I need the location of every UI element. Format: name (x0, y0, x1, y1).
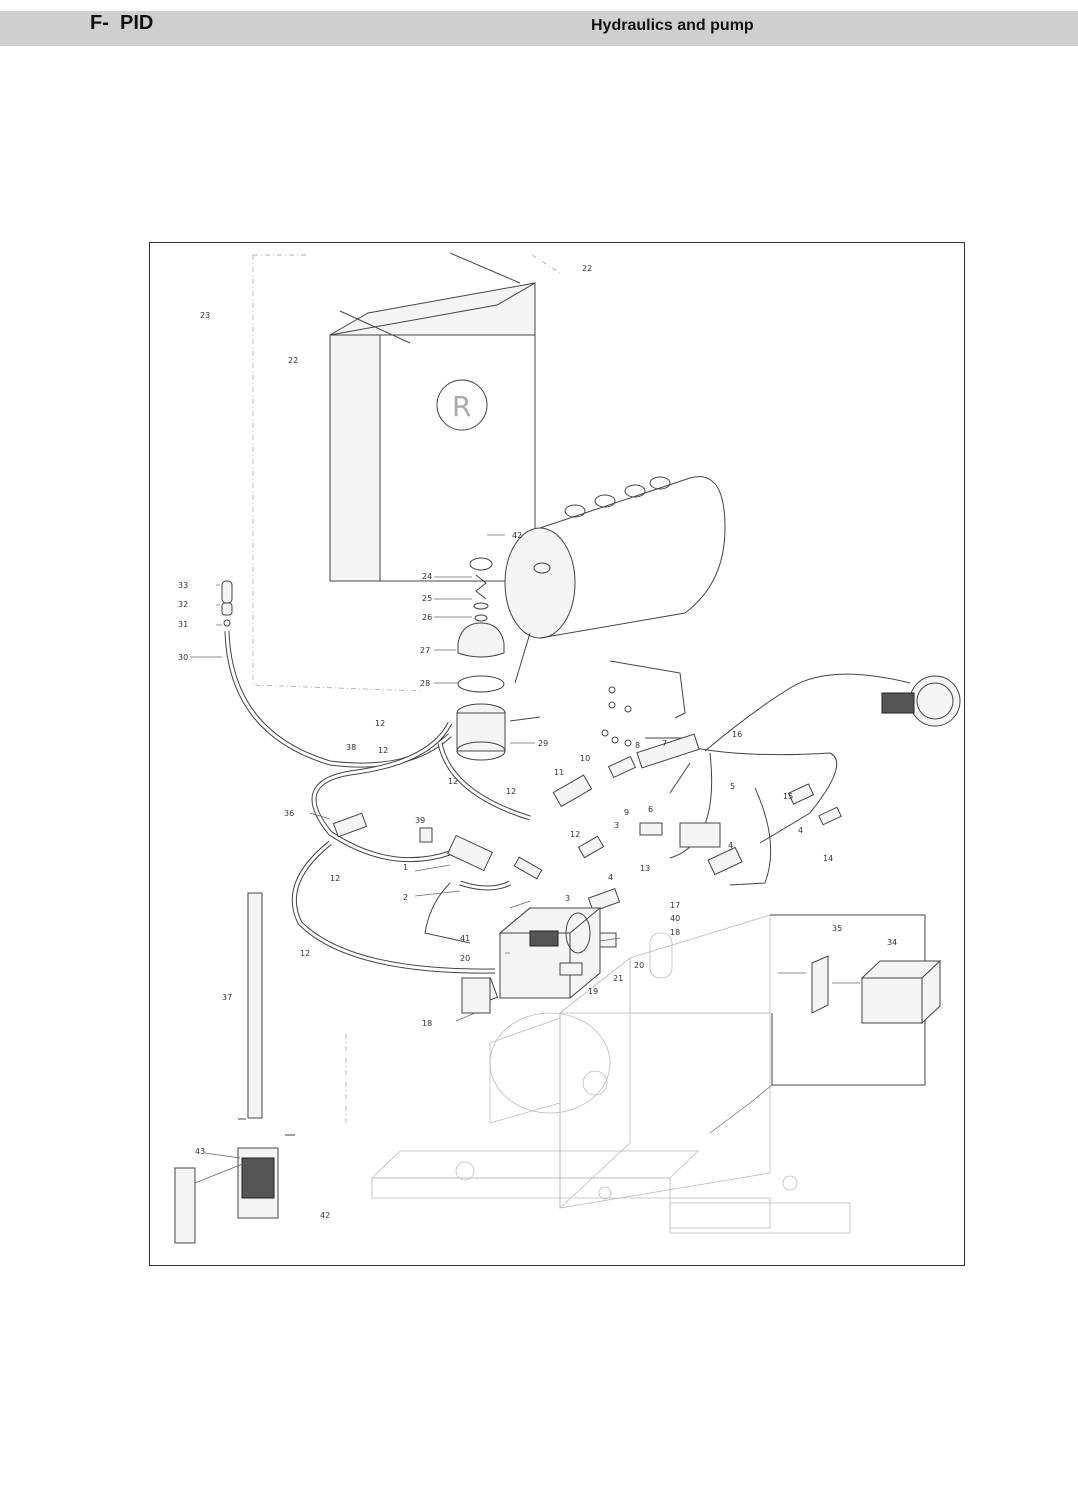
callout-14: 14 (823, 854, 833, 863)
callout-2: 2 (403, 893, 408, 902)
exploded-diagram-frame: R (149, 242, 965, 1266)
callout-4: 4 (798, 826, 803, 835)
callout-5: 5 (730, 782, 735, 791)
callout-22: 22 (288, 356, 298, 365)
callout-15: 15 (783, 792, 793, 801)
pump-41 (498, 907, 617, 999)
callout-13: 13 (640, 864, 650, 873)
callout-6: 6 (648, 805, 653, 814)
callout-12: 12 (448, 777, 458, 786)
callout-20: 20 (460, 954, 470, 963)
callout-23: 23 (200, 311, 210, 320)
svg-text:R: R (452, 390, 471, 423)
callout-12: 12 (570, 830, 580, 839)
callout-19: 19 (588, 987, 598, 996)
callout-36: 36 (284, 809, 294, 818)
callout-9: 9 (624, 808, 629, 817)
callout-18: 18 (422, 1019, 432, 1028)
callout-20: 20 (634, 961, 644, 970)
callout-41: 41 (460, 934, 470, 943)
callout-34: 34 (887, 938, 897, 947)
callout-43: 43 (195, 1147, 205, 1156)
page-title: Hydraulics and pump (591, 17, 754, 34)
callout-26: 26 (422, 613, 432, 622)
callout-25: 25 (422, 594, 432, 603)
callout-31: 31 (178, 620, 188, 629)
callout-39: 39 (415, 816, 425, 825)
callout-3: 3 (614, 821, 619, 830)
water-tank: R (329, 252, 536, 582)
section-code: F- PID (90, 12, 154, 34)
fittings (332, 729, 842, 913)
feet (174, 1134, 295, 1244)
callout-7: 7 (662, 739, 667, 748)
callout-35: 35 (832, 924, 842, 933)
callout-4: 4 (608, 873, 613, 882)
callout-33: 33 (178, 581, 188, 590)
machine-frame (371, 914, 851, 1234)
callout-24: 24 (422, 572, 432, 581)
distributor-29 (456, 703, 541, 761)
pressure-gauge (704, 673, 961, 752)
callout-3: 3 (565, 894, 570, 903)
callout-12: 12 (506, 787, 516, 796)
callout-16: 16 (732, 730, 742, 739)
callout-18: 18 (670, 928, 680, 937)
callout-29: 29 (538, 739, 548, 748)
exploded-diagram: R (174, 252, 961, 1244)
callout-38: 38 (346, 743, 356, 752)
bracket-35 (811, 955, 829, 1014)
part-callouts: 22 22 23 42 24 25 26 27 28 29 33 32 31 3… (178, 264, 897, 1220)
callout-30: 30 (178, 653, 188, 662)
callout-21: 21 (613, 974, 623, 983)
control-box-34 (861, 977, 923, 1024)
header-bar (0, 11, 1078, 46)
callout-4: 4 (728, 841, 733, 850)
callout-12: 12 (378, 746, 388, 755)
callout-27: 27 (420, 646, 430, 655)
detail-inset (709, 914, 942, 1134)
callout-12: 12 (375, 719, 385, 728)
hoses (224, 630, 531, 974)
boiler (504, 476, 726, 684)
callout-1: 1 (403, 863, 408, 872)
callout-17: 17 (670, 901, 680, 910)
callout-12: 12 (330, 874, 340, 883)
callout-12: 12 (300, 949, 310, 958)
callout-42: 42 (320, 1211, 330, 1220)
callout-11: 11 (554, 768, 564, 777)
callout-32: 32 (178, 600, 188, 609)
callout-40: 40 (670, 914, 680, 923)
callout-28: 28 (420, 679, 430, 688)
callout-37: 37 (222, 993, 232, 1002)
callout-8: 8 (635, 741, 640, 750)
callout-22: 22 (582, 264, 592, 273)
callout-42: 42 (512, 531, 522, 540)
bracket-37 (247, 892, 263, 1119)
callout-10: 10 (580, 754, 590, 763)
